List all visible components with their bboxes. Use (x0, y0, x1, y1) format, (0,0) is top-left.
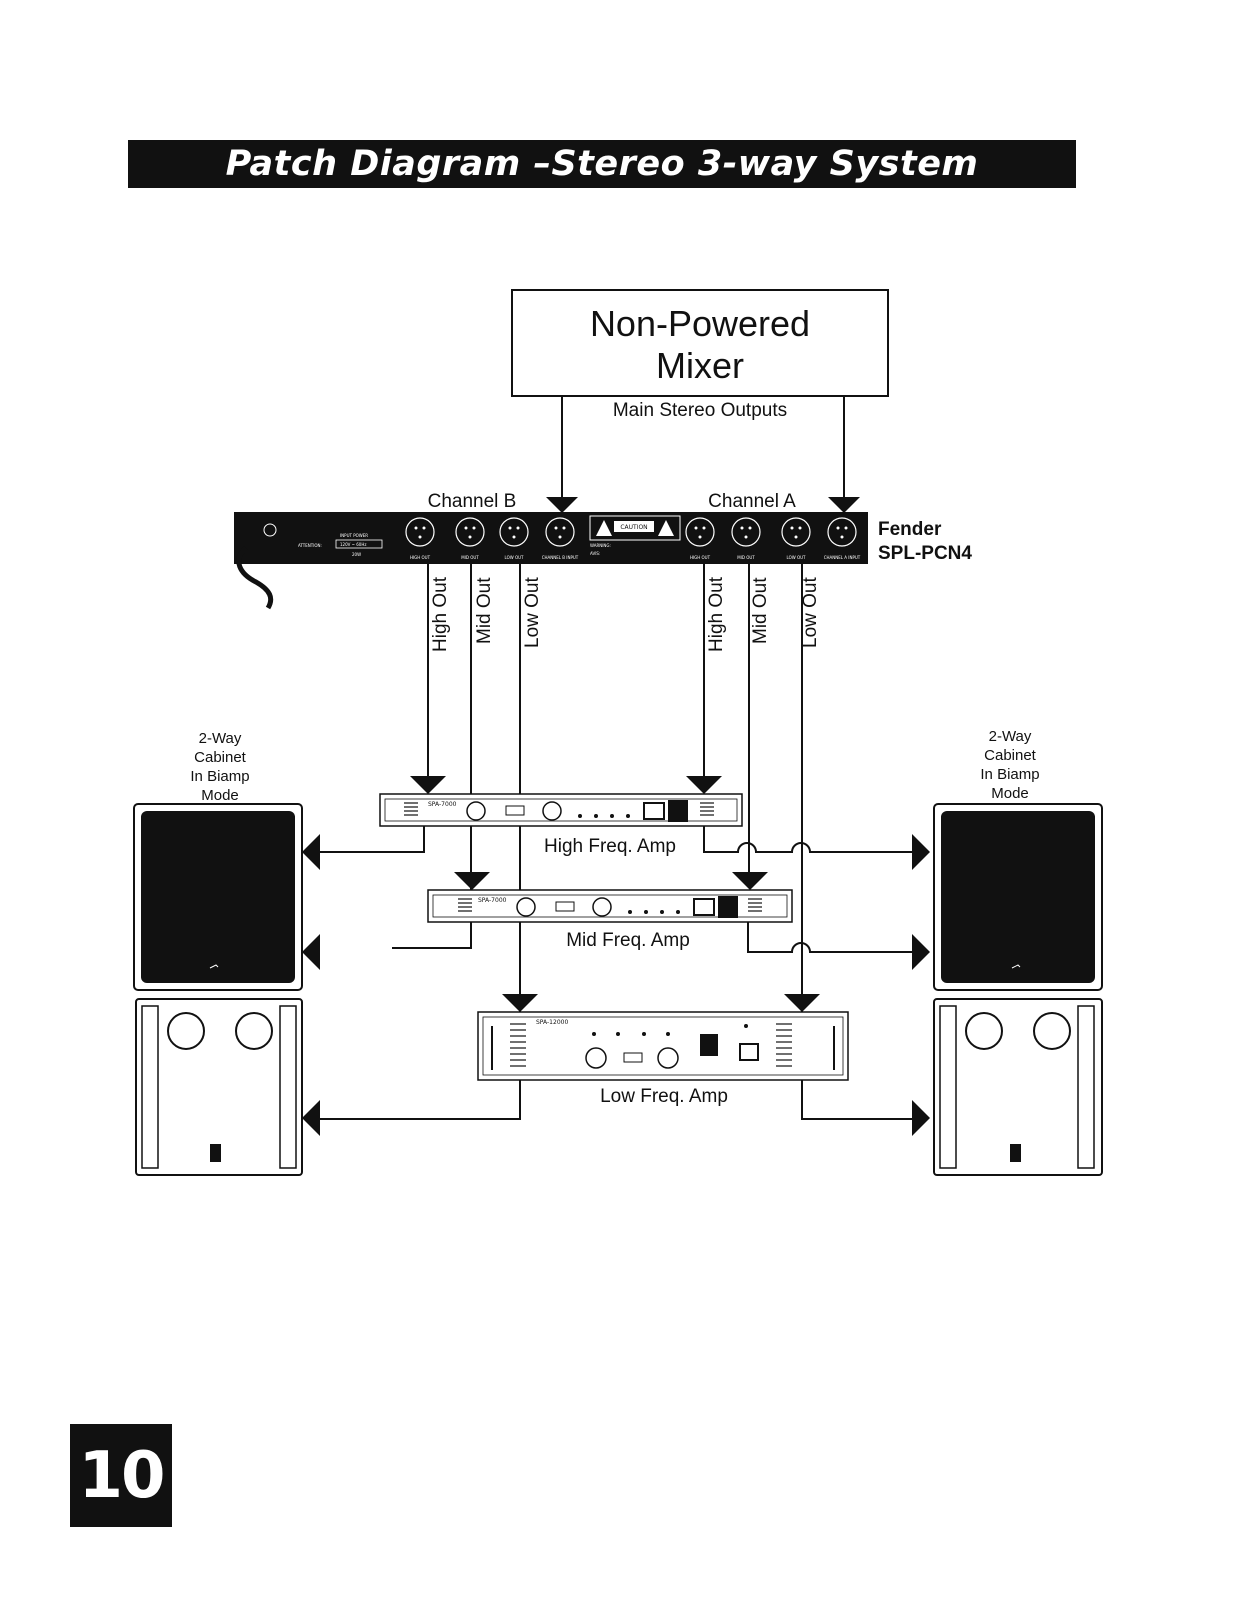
mixer-box: Non-Powered Mixer (511, 289, 889, 397)
crossover-model-label: SPL-PCN4 (878, 543, 972, 564)
channel-a-jacks (685, 517, 857, 547)
right-cabinet (933, 803, 1103, 1176)
right-grille (941, 811, 1095, 983)
jack-label: HIGH OUT (410, 555, 431, 560)
avis-label: AVIS: (590, 551, 600, 556)
jack-label: MID OUT (737, 555, 755, 560)
channel-a-input-arrow (828, 497, 860, 513)
channel-b-mid-out-label: Mid Out (474, 577, 495, 644)
channel-b-label: Channel B (428, 491, 517, 512)
mid-freq-amp: SPA-7000 (427, 889, 793, 923)
jack-label: LOW OUT (787, 555, 807, 560)
mid-amp-model-label: SPA-7000 (478, 897, 507, 904)
cabinet-label-line: 2-Way (199, 730, 242, 747)
channel-a-low-out-label: Low Out (800, 577, 821, 648)
mixer-output-cables (561, 396, 845, 498)
low-freq-amp-label: Low Freq. Amp (600, 1086, 728, 1107)
channel-b-output-labels: High Out Mid Out Low Out (430, 576, 543, 652)
main-stereo-outputs-label: Main Stereo Outputs (613, 400, 787, 421)
channel-a-mid-out-label: Mid Out (750, 577, 771, 644)
high-amp-model-label: SPA-7000 (428, 801, 457, 808)
mid-freq-amp-label: Mid Freq. Amp (566, 930, 690, 951)
high-freq-amp: SPA-7000 (379, 793, 743, 827)
voltage-label: 120V ~ 60Hz (340, 542, 366, 547)
right-cabinet-label: 2-Way Cabinet In Biamp Mode (980, 728, 1039, 802)
crossover-brand-label: Fender (878, 519, 942, 540)
cabinet-label-line: Cabinet (194, 749, 247, 766)
cabinet-label-line: In Biamp (190, 768, 249, 785)
jack-label: CHANNEL B INPUT (542, 555, 579, 560)
right-woofer-port (1033, 1012, 1071, 1050)
caution-label: CAUTION (620, 524, 647, 531)
power-cord (236, 546, 274, 610)
cabinet-label-line: In Biamp (980, 766, 1039, 783)
channel-b-high-out-label: High Out (430, 576, 451, 652)
input-power-label: INPUT POWER (340, 533, 368, 538)
jack-pins (414, 526, 848, 539)
cabinet-label-line: Cabinet (984, 747, 1037, 764)
page-number: 10 (70, 1424, 172, 1527)
jack-label: HIGH OUT (690, 555, 711, 560)
left-cabinet-label: 2-Way Cabinet In Biamp Mode (190, 730, 249, 804)
amp-output-arrowheads (302, 834, 930, 1136)
jack-label: MID OUT (461, 555, 479, 560)
cabinet-label-line: Mode (991, 785, 1029, 802)
channel-a-label: Channel A (708, 491, 796, 512)
left-cabinet (133, 803, 303, 1176)
page-title: Patch Diagram –Stereo 3-way System (128, 140, 1076, 188)
low-freq-amp: SPA-12000 (477, 1011, 849, 1081)
cabinet-label-line: 2-Way (989, 728, 1032, 745)
channel-b-jacks (405, 517, 575, 547)
left-woofer-port (235, 1012, 273, 1050)
right-woofer-port (965, 1012, 1003, 1050)
attention-label: ATTENTION: (298, 543, 322, 548)
channel-a-output-labels: High Out Mid Out Low Out (706, 576, 821, 652)
jack-label: CHANNEL A INPUT (824, 555, 861, 560)
left-grille (141, 811, 295, 983)
channel-a-high-out-label: High Out (706, 576, 727, 652)
warning-label: WARNING: (590, 543, 611, 548)
mixer-label-line2: Mixer (656, 345, 744, 386)
cabinet-label-line: Mode (201, 787, 239, 804)
mixer-output-arrowheads (546, 497, 860, 513)
amp-input-arrowheads (410, 776, 820, 1012)
left-woofer-port (167, 1012, 205, 1050)
channel-b-low-out-label: Low Out (522, 577, 543, 648)
crossover-unit: CAUTION WARNING: AVIS: INPUT POWER 120V … (234, 512, 868, 564)
wattage-label: 20W (352, 552, 361, 557)
amp-output-cables (318, 826, 912, 953)
left-cabinet-logo (210, 1144, 221, 1162)
jack-label: LOW OUT (505, 555, 525, 560)
mixer-label-line1: Non-Powered (590, 303, 810, 344)
high-freq-amp-label: High Freq. Amp (544, 836, 676, 857)
low-amp-model-label: SPA-12000 (536, 1019, 568, 1026)
channel-b-input-arrow (546, 497, 578, 513)
right-cabinet-logo (1010, 1144, 1021, 1162)
